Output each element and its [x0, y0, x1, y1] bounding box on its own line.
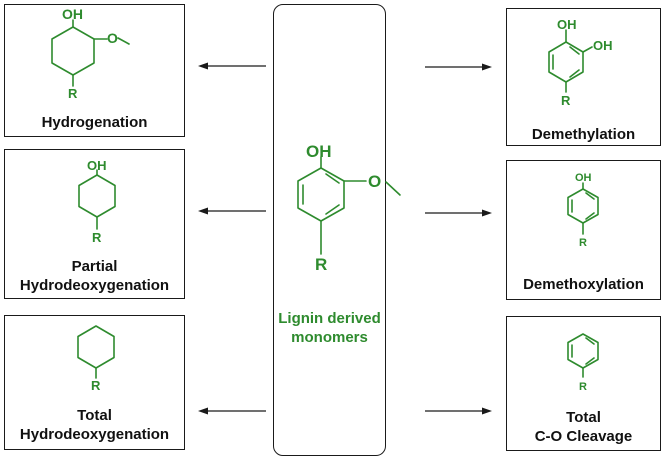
arrow-to-demethylation: [425, 63, 492, 71]
demethylation-structure: OH OH R: [548, 17, 613, 108]
total-hdo-box: Total Hydrodeoxygenation: [4, 315, 185, 450]
total-co-structure: R: [567, 333, 599, 393]
demethylation-r-label: R: [561, 93, 571, 108]
partial-hdo-label-line1: Partial: [71, 258, 118, 275]
arrow-to-total-hdo: [198, 407, 266, 415]
total-hdo-r-label: R: [91, 378, 101, 393]
demethylation-oh2-label: OH: [593, 38, 613, 53]
partial-hdo-label-line2: Hydrodeoxygenation: [19, 277, 170, 294]
total-hdo-structure: R: [77, 325, 115, 393]
demethylation-box: Demethylation: [506, 8, 661, 146]
partial-hdo-structure: OH R: [78, 158, 116, 245]
total-co-label: Total C-O Cleavage: [507, 408, 660, 446]
arrow-to-demethoxylation: [425, 209, 492, 217]
demethoxylation-r-label: R: [579, 237, 587, 249]
lignin-oh-label: OH: [306, 142, 332, 161]
total-co-label-line2: C-O Cleavage: [534, 428, 633, 445]
partial-hdo-label: Partial Hydrodeoxygenation: [5, 257, 184, 295]
partial-hdo-r-label: R: [92, 230, 102, 245]
total-hdo-label-line2: Hydrodeoxygenation: [19, 426, 170, 443]
demethylation-label: Demethylation: [531, 126, 636, 143]
hydrogenation-structure: OH O R: [51, 6, 130, 101]
lignin-monomer-label-line1: Lignin derived: [278, 310, 381, 327]
partial-hdo-box: Partial Hydrodeoxygenation: [4, 149, 185, 299]
lignin-monomer-label-line2: monomers: [291, 329, 368, 346]
total-co-r-label: R: [579, 381, 587, 393]
demethoxylation-label: Demethoxylation: [523, 276, 644, 293]
lignin-r-label: R: [315, 255, 327, 274]
arrow-to-partial-hdo: [198, 207, 266, 215]
hydrogenation-oh-label: OH: [62, 6, 83, 22]
total-hdo-label-line1: Total: [77, 407, 112, 424]
hydrogenation-box: Hydrogenation: [4, 4, 185, 137]
hydrogenation-r-label: R: [68, 86, 78, 101]
hydrogenation-label: Hydrogenation: [41, 114, 148, 131]
demethoxylation-oh-label: OH: [575, 172, 592, 184]
hydrogenation-oxygen-label: O: [107, 30, 118, 46]
lignin-monomer-box: Lignin derived monomers: [273, 4, 386, 456]
lignin-monomer-label: Lignin derived monomers: [274, 309, 385, 347]
lignin-monomer-structure: OH O R: [297, 142, 401, 274]
demethoxylation-structure: OH R: [567, 172, 599, 249]
total-co-box: Total C-O Cleavage: [506, 316, 661, 451]
arrow-to-total-co: [425, 407, 492, 415]
demethylation-oh1-label: OH: [557, 17, 577, 32]
arrow-to-hydrogenation: [198, 62, 266, 70]
partial-hdo-oh-label: OH: [87, 158, 107, 173]
total-hdo-label: Total Hydrodeoxygenation: [5, 406, 184, 444]
total-co-label-line1: Total: [566, 409, 601, 426]
lignin-oxygen-label: O: [368, 172, 381, 191]
